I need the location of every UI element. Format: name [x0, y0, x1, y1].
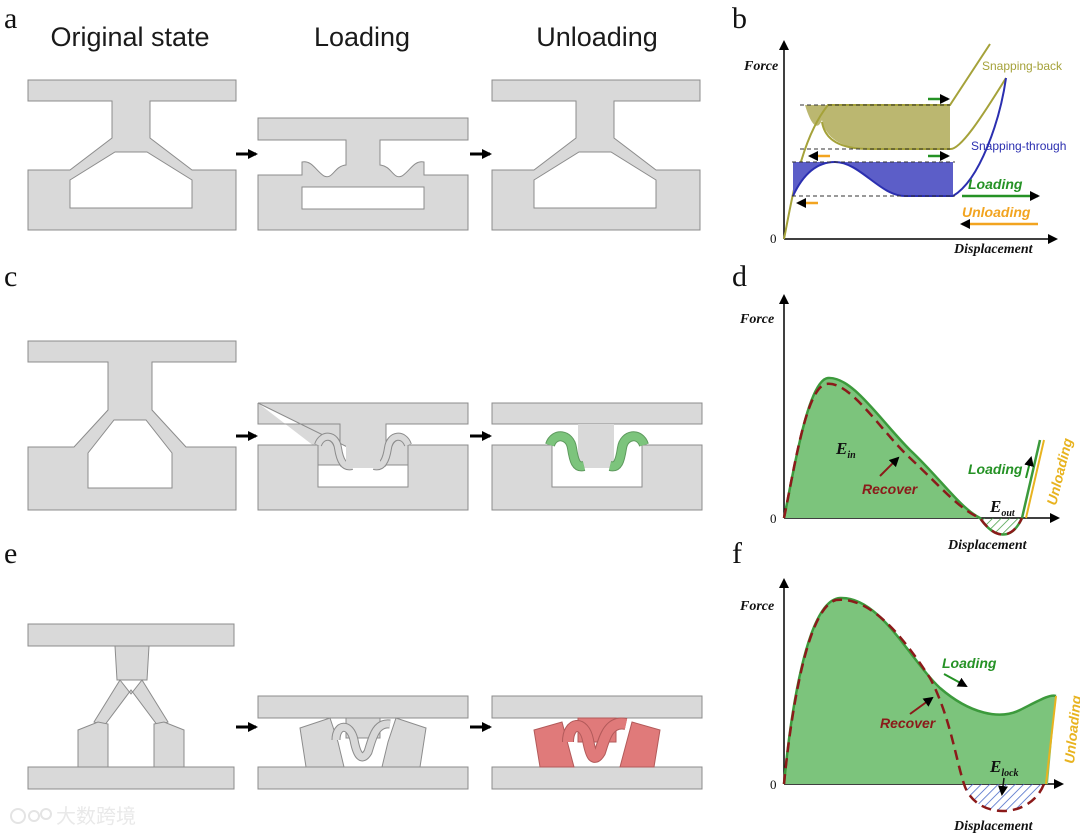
graph-d-loading-label: Loading: [968, 461, 1023, 477]
graph-f-origin: 0: [770, 777, 777, 792]
graph-d-force-label: Force: [739, 312, 774, 327]
title-loading: Loading: [314, 22, 410, 52]
graph-f: Force Displacement 0 Loading Recover Unl…: [739, 578, 1080, 834]
graph-f-displacement-label: Displacement: [953, 819, 1034, 834]
graph-f-unloading-label: Unloading: [1061, 694, 1080, 764]
graph-d-recover-label: Recover: [862, 481, 919, 497]
title-original-state: Original state: [50, 22, 209, 52]
panel-label-d: d: [732, 260, 747, 293]
graph-d-e-out: Eout: [989, 497, 1016, 519]
watermark: 大数跨境: [10, 804, 136, 828]
graph-f-loading-label: Loading: [942, 655, 997, 671]
graph-f-e-lock: Elock: [989, 757, 1019, 779]
watermark-text: 大数跨境: [56, 804, 136, 828]
graph-d: Force Displacement 0 Ein Recover Loading…: [739, 294, 1076, 553]
graph-b-displacement-label: Displacement: [953, 242, 1034, 257]
structure-c-original: [27, 340, 237, 511]
graph-d-origin: 0: [770, 511, 777, 526]
graph-b: Force Displacement 0 Snapping-back Snapp…: [743, 40, 1066, 257]
panel-label-f: f: [732, 537, 742, 570]
graph-b-origin: 0: [770, 231, 777, 246]
structure-e-unloading: [491, 695, 703, 790]
structure-c-unloading: [491, 402, 703, 511]
graph-b-snapping-back: Snapping-back: [982, 59, 1063, 73]
structure-a-original: [27, 79, 237, 231]
graph-f-force-label: Force: [739, 599, 774, 614]
graph-b-unloading-label: Unloading: [962, 204, 1031, 220]
graph-f-recover-label: Recover: [880, 715, 937, 731]
panel-label-b: b: [732, 2, 747, 35]
panel-label-e: e: [4, 537, 17, 570]
title-unloading: Unloading: [536, 22, 658, 52]
graph-b-force-label: Force: [743, 59, 778, 74]
structure-e-loading: [257, 695, 469, 790]
structure-a-unloading: [491, 79, 701, 231]
graph-d-e-in: Ein: [835, 439, 856, 461]
structure-c-loading: [257, 402, 469, 511]
structure-e-original: [27, 623, 235, 790]
structure-a-loading: [257, 117, 469, 231]
graph-b-loading-label: Loading: [968, 176, 1023, 192]
panel-label-a: a: [4, 2, 17, 35]
graph-b-snapping-through: Snapping-through: [971, 139, 1066, 153]
panel-label-c: c: [4, 260, 17, 293]
graph-d-unloading-label: Unloading: [1043, 436, 1075, 507]
watermark-logo-icon: [10, 808, 26, 824]
graph-d-displacement-label: Displacement: [947, 538, 1028, 553]
